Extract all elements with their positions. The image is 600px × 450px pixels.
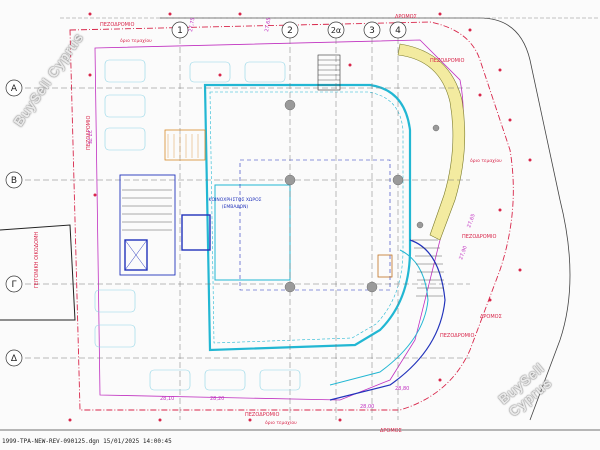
level-markers [68,12,532,422]
neighbour-label: ΓΕΙΤΟΝΙΚΗ ΟΙΚΟΔΟΜΗ [34,232,40,289]
sidewalk-top-label: ΠΕΖΟΔΡΟΜΙΟ [100,22,134,28]
sidewalk-left-label: ΠΕΖΟΔΡΟΜΙΟ [86,116,92,150]
axis-row-g: Γ [11,280,16,290]
axis-col-1: 1 [177,26,183,36]
dim-6: 28,20 [210,396,224,402]
wc-block [181,214,211,251]
room-area: (ΕΜΒΑΔΟΝ) [222,204,249,210]
top-stair [317,54,341,91]
axis-row-b: B [11,176,17,186]
dim-2: 27,65 [264,17,272,32]
dim-4: 27,65 [466,213,477,229]
street-bottom-label: ΔΡΟΜΟΣ [380,428,402,434]
main-hall-wall [203,83,412,352]
ramp-stairs [412,239,444,297]
row-axis-labels: A B Γ Δ [5,79,23,367]
boundary-top-label: όριο τεμαχίου [120,37,152,44]
dim-9: 28,80 [395,386,409,392]
service-core [119,174,176,276]
ramp-outer [329,239,446,401]
street-top-label: ΔΡΟΜΟΣ [395,14,417,20]
footer-filename: 1999-TPA-NEW-REV-090125.dgn 15/01/2025 1… [2,438,172,445]
axis-col-4: 4 [395,26,401,36]
dim-5: 28,10 [160,396,174,402]
axis-col-2a: 2α [331,26,341,35]
axis-col-2: 2 [287,26,293,36]
road-edge-right [160,17,571,421]
sidewalk-right3-label: ΠΕΖΟΔΡΟΜΙΟ [440,333,474,339]
sidewalk-right2-label: ΠΕΖΟΔΡΟΜΙΟ [462,234,496,240]
plot-boundary [69,21,514,411]
column-axis-labels: 1 2 2α 3 4 [171,21,407,39]
sidewalk-right-label: ΠΕΖΟΔΡΟΜΙΟ [430,58,464,64]
structural-columns [284,99,440,293]
boundary-bottom-label: όριο τεμαχίου [265,419,297,426]
street-right-label: ΔΡΟΜΟΣ [480,314,502,320]
neighbour-outline [0,224,76,321]
room-label: ΚΟΙΝΟΧΡΗΣΤΟΣ ΧΩΡΟΣ [209,197,262,203]
parking-bays [94,59,301,391]
dim-7: 28,00 [360,404,374,410]
dim-1: 27,75 [188,17,196,32]
lift-shaft [124,239,148,271]
entry-stair [164,129,206,161]
axis-row-d: Δ [11,354,18,364]
canopy-band [397,43,466,241]
ramp-inner [329,249,429,386]
dim-8: 27,90 [458,245,469,261]
boundary-right-label: όριο τεμαχίου [470,157,502,164]
sidewalk-bottom-label: ΠΕΖΟΔΡΟΜΙΟ [245,412,279,418]
axis-row-a: A [11,84,18,94]
dim-3: 27,75 [86,130,92,144]
axis-col-3: 3 [369,26,375,36]
